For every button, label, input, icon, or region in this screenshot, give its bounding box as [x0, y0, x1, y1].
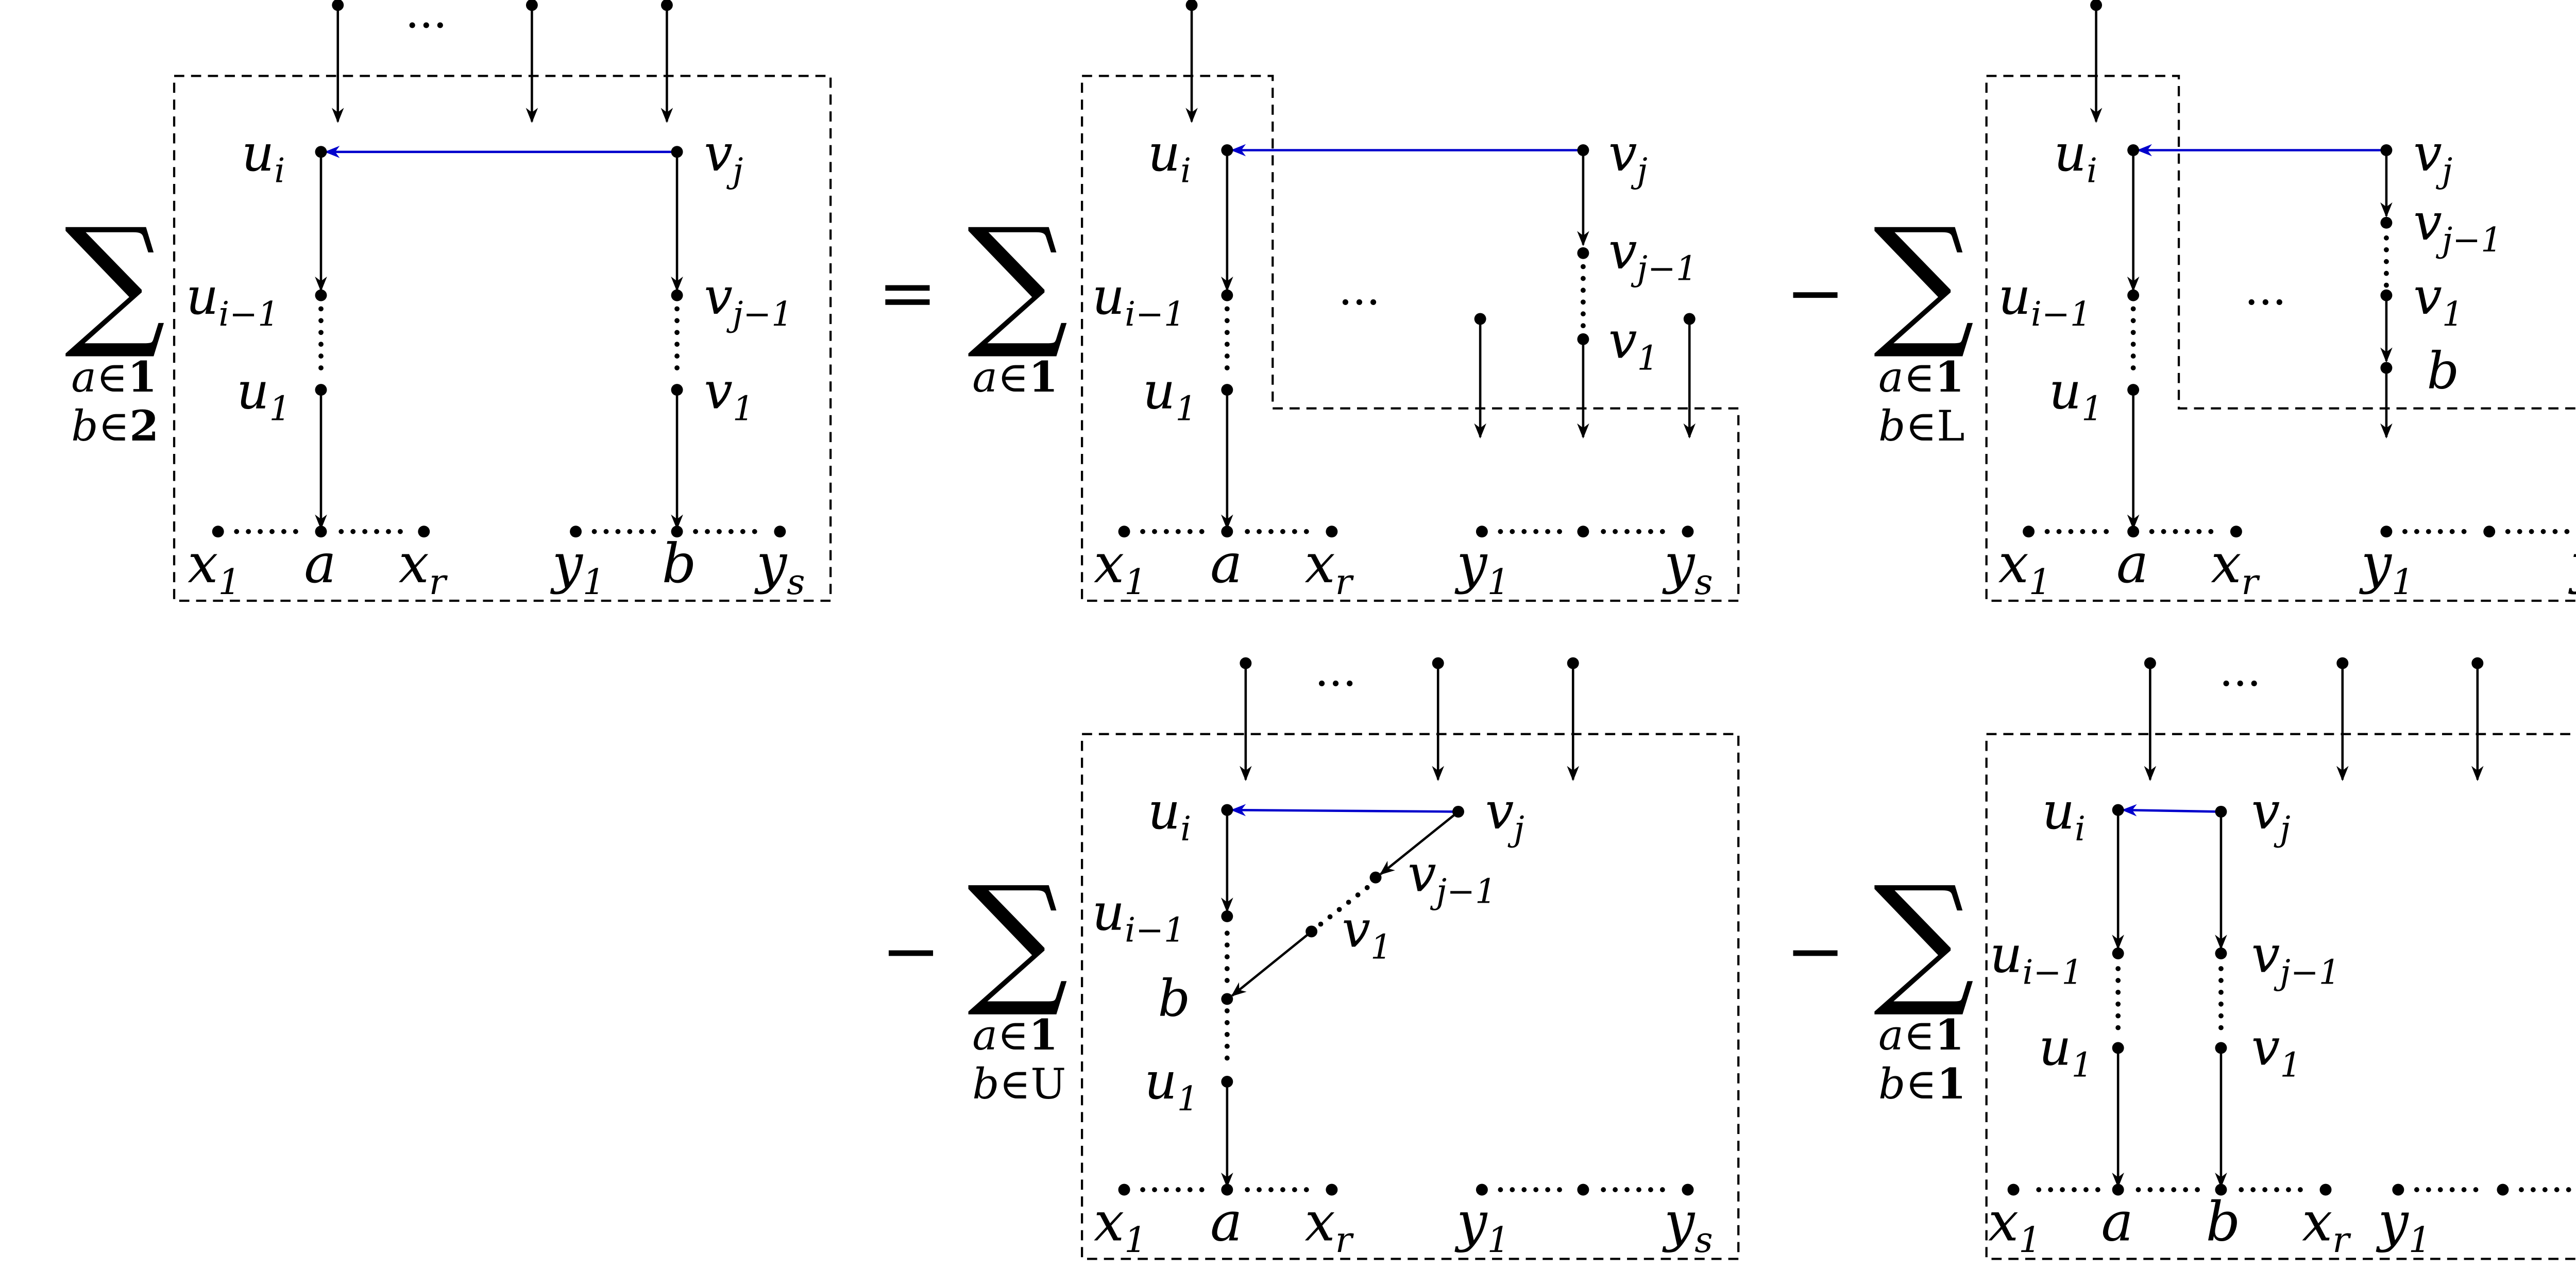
vertex-node	[671, 146, 683, 158]
panel-term-3: ··· ui ui−1 b u1 vj vj−1 v1 x1 a xr y1 y…	[967, 657, 1740, 1261]
label-v-1: v1	[2251, 1019, 2301, 1085]
label-u-im1: ui−1	[1998, 267, 2092, 334]
sum-subscript: a∈1	[1878, 352, 1964, 402]
minus-sign: −	[1786, 910, 1845, 992]
label-x-1: x1	[188, 532, 241, 603]
minus-sign: −	[881, 910, 940, 992]
label-a: a	[2101, 1190, 2133, 1253]
label-u-i: ui	[2054, 124, 2097, 191]
ellipsis: ···	[1315, 658, 1357, 709]
label-b: b	[2427, 342, 2460, 400]
label-y-1: y1	[2359, 532, 2414, 603]
label-a: a	[2116, 532, 2148, 595]
label-u-1: u1	[1144, 1052, 1198, 1119]
label-v-j: vj	[1485, 782, 1524, 849]
label-v-j: vj	[2251, 782, 2291, 849]
label-b: b	[2206, 1190, 2240, 1253]
label-y-s: ys	[1662, 1190, 1713, 1261]
sum-subscript: b∈1	[1878, 1059, 1966, 1109]
sum-subscript: b∈2	[71, 401, 159, 451]
label-v-jm1: vj−1	[1608, 222, 1697, 289]
ellipsis: ···	[2219, 658, 2261, 709]
blue-edge	[1230, 804, 1459, 817]
sum-symbol: ∑	[967, 198, 1068, 363]
label-v-1: v1	[704, 362, 754, 429]
label-v-j: vj	[2413, 124, 2452, 191]
label-x-1: x1	[1094, 1190, 1147, 1261]
panel-lhs: ··· ui ui−1 u1 vj vj−1 v1 x1 a xr y1 b y…	[64, 0, 832, 603]
ellipsis: ···	[1338, 277, 1380, 328]
label-x-r: xr	[2211, 532, 2260, 603]
label-v-1: v1	[1608, 311, 1658, 378]
label-x-1: x1	[1998, 532, 2052, 603]
dashed-box	[1985, 75, 2576, 602]
label-y-1: y1	[550, 532, 605, 603]
sum-subscript: b∈L	[1878, 402, 1964, 451]
dashed-box	[173, 75, 832, 602]
label-y-s: ys	[2568, 532, 2576, 603]
sum-subscript: b∈U	[972, 1060, 1066, 1109]
label-y-s: ys	[754, 532, 805, 603]
label-a: a	[304, 532, 336, 595]
dashed-box	[1081, 733, 1740, 1260]
panel-term-4: ··· ui ui−1 u1 vj vj−1 v1 x1 a b xr y1 y…	[1873, 657, 2576, 1261]
sum-subscript: a∈1	[1878, 1010, 1964, 1060]
label-x-r: xr	[1304, 532, 1354, 603]
label-v-j: vj	[1608, 124, 1648, 191]
label-u-1: u1	[1143, 362, 1197, 429]
label-y-1: y1	[1454, 1190, 1510, 1261]
label-u-im1: ui−1	[1990, 926, 2083, 992]
sum-subscript: a∈1	[972, 352, 1058, 402]
label-v-jm1: vj−1	[704, 267, 792, 334]
panel-term-2: ··· ui ui−1 u1 vj vj−1 v1 b x1 a xr y1 y…	[1873, 0, 2576, 603]
sum-symbol: ∑	[64, 198, 165, 363]
label-v-1: v1	[2413, 267, 2463, 334]
label-v-1: v1	[1342, 900, 1392, 967]
dashed-box	[1985, 733, 2576, 1260]
label-a: a	[1210, 1190, 1242, 1253]
label-a: a	[1210, 532, 1242, 595]
label-x-r: xr	[2302, 1190, 2351, 1261]
label-x-r: xr	[1304, 1190, 1354, 1261]
label-u-i: ui	[1148, 124, 1191, 191]
label-u-im1: ui−1	[1092, 267, 1185, 334]
label-u-i: ui	[2042, 782, 2086, 849]
label-b: b	[1158, 970, 1191, 1028]
label-u-1: u1	[236, 362, 291, 429]
label-b: b	[662, 532, 697, 595]
label-u-i: ui	[242, 124, 285, 191]
label-y-s: ys	[1662, 532, 1713, 603]
equals-sign: =	[878, 252, 937, 334]
sum-subscript: a∈1	[972, 1010, 1058, 1060]
label-v-jm1: vj−1	[2413, 193, 2502, 260]
panel-term-1: ··· ui ui−1 u1 vj vj−1 v1 x1 a xr y1 ys …	[967, 0, 1740, 603]
label-u-im1: ui−1	[186, 267, 279, 334]
label-x-1: x1	[1988, 1190, 2041, 1261]
label-v-jm1: vj−1	[2251, 926, 2340, 992]
label-u-1: u1	[2049, 362, 2103, 429]
label-v-jm1: vj−1	[1408, 844, 1496, 911]
sum-symbol: ∑	[1873, 198, 1974, 363]
label-u-i: ui	[1148, 782, 1191, 849]
ellipsis: ···	[405, 1, 447, 52]
label-u-1: u1	[2039, 1019, 2093, 1085]
label-y-1: y1	[1454, 532, 1510, 603]
label-y-1: y1	[2376, 1190, 2431, 1261]
label-u-im1: ui−1	[1092, 884, 1185, 950]
blue-edge	[2122, 804, 2221, 817]
sum-symbol: ∑	[967, 856, 1068, 1021]
sum-subscript: a∈1	[71, 352, 157, 402]
ellipsis: ···	[2245, 277, 2286, 328]
minus-sign: −	[1786, 252, 1845, 334]
vertex-node	[315, 146, 327, 158]
sum-symbol: ∑	[1873, 856, 1974, 1021]
dashed-box	[1081, 75, 1740, 602]
label-v-j: vj	[704, 124, 743, 191]
label-x-r: xr	[399, 532, 448, 603]
label-x-1: x1	[1094, 532, 1147, 603]
